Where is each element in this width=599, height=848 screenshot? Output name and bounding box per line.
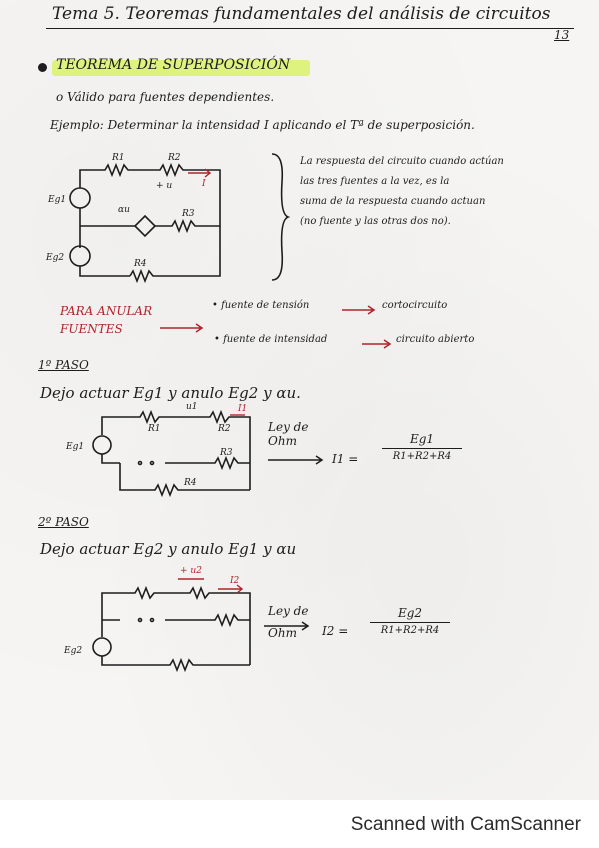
annul-item-2-source: • fuente de intensidad xyxy=(214,334,328,345)
explanation-line-2: las tres fuentes a la vez, es la xyxy=(300,176,450,187)
annul-item-2-result: circuito abierto xyxy=(396,334,475,345)
annul-title-line-2: FUENTES xyxy=(60,322,123,336)
page-number: 13 xyxy=(554,28,570,42)
step-1-numerator: Eg1 xyxy=(409,432,435,446)
circuit-2-diagram: R1 R2 u1 I1 Eg1 R3 R4 xyxy=(65,402,251,498)
brace-icon xyxy=(271,153,291,281)
bullet-icon xyxy=(38,63,47,72)
step-2-heading: 2º PASO xyxy=(38,515,89,529)
step-2-denominator: R1+R2+R4 xyxy=(380,625,440,636)
example-text: Ejemplo: Determinar la intensidad I apli… xyxy=(50,118,475,132)
footer-watermark: Scanned with CamScanner xyxy=(350,814,581,835)
explanation-line-4: (no fuente y las otras dos no). xyxy=(300,216,451,227)
arrow-right-icon xyxy=(362,339,392,349)
footer: Scanned with CamScanner xyxy=(0,800,599,848)
label-i1: I1 xyxy=(237,404,247,414)
note-valid: o Válido para fuentes dependientes. xyxy=(56,90,275,104)
label-i2: I2 xyxy=(229,576,240,586)
step-2-law: Ley de Ohm xyxy=(268,604,309,640)
step-2-current: I2 = xyxy=(322,624,349,638)
section-heading: Teorema de superposición xyxy=(56,57,291,73)
label-r2: R2 xyxy=(217,424,231,434)
step-2-fraction: Eg2 R1+R2+R4 xyxy=(370,606,450,636)
scanned-page: Tema 5. Teoremas fundamentales del análi… xyxy=(0,0,599,800)
label-r2: R2 xyxy=(167,153,181,163)
annul-item-1-source: • fuente de tensión xyxy=(212,300,310,311)
label-eg2: Eg2 xyxy=(45,253,64,263)
circuit-1-diagram: R1 R2 + u I Eg1 αu R3 Eg2 R4 xyxy=(45,153,221,284)
annul-title-line-1: PARA ANULAR xyxy=(60,304,153,318)
arrow-right-icon xyxy=(160,323,204,333)
explanation-line-1: La respuesta del circuito cuando actúan xyxy=(300,156,504,167)
fraction-bar xyxy=(370,622,450,623)
label-u2: + u2 xyxy=(180,566,202,576)
step-1-heading: 1º PASO xyxy=(38,358,89,372)
label-r1: R1 xyxy=(111,153,125,163)
label-eg2: Eg2 xyxy=(63,646,82,656)
step-2-text: Dejo actuar Eg2 y anulo Eg1 y αu xyxy=(40,540,297,558)
arrow-right-icon xyxy=(342,305,376,315)
step-2-numerator: Eg2 xyxy=(397,606,423,620)
label-current-i: I xyxy=(201,179,206,189)
title-underline xyxy=(46,28,574,29)
step-1-law: Ley de Ohm xyxy=(268,420,309,448)
label-u1: u1 xyxy=(186,402,198,412)
circuit-3-diagram: + u2 I2 Eg2 xyxy=(63,566,251,673)
label-r4: R4 xyxy=(133,259,147,269)
label-eg1: Eg1 xyxy=(65,442,84,452)
fraction-bar xyxy=(382,448,462,449)
label-r4: R4 xyxy=(183,478,197,488)
label-r3: R3 xyxy=(181,209,195,219)
step-1-text: Dejo actuar Eg1 y anulo Eg2 y αu. xyxy=(40,384,301,402)
page-title: Tema 5. Teoremas fundamentales del análi… xyxy=(52,4,551,24)
step-1-denominator: R1+R2+R4 xyxy=(392,451,452,462)
label-r3: R3 xyxy=(219,448,233,458)
explanation-line-3: suma de la respuesta cuando actuan xyxy=(300,196,486,207)
annul-item-1-result: cortocircuito xyxy=(382,300,448,311)
step-1-fraction: Eg1 R1+R2+R4 xyxy=(382,432,462,462)
label-alpha-u: αu xyxy=(118,205,130,215)
label-r1: R1 xyxy=(147,424,161,434)
label-eg1: Eg1 xyxy=(47,195,66,205)
arrow-right-icon xyxy=(268,455,324,465)
step-1-current: I1 = xyxy=(332,452,359,466)
arrow-right-icon xyxy=(264,621,310,631)
label-u: + u xyxy=(156,181,172,191)
highlight-marker xyxy=(52,60,310,76)
